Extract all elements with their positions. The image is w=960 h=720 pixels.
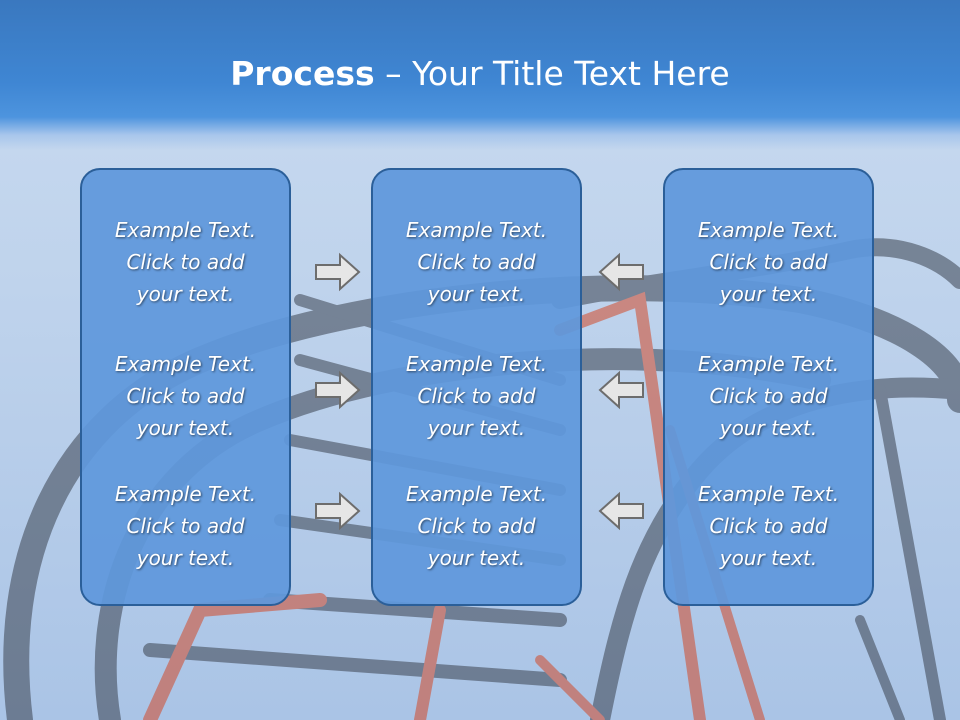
process-box-middle[interactable]: Example Text. Click to add your text. Ex… — [371, 168, 582, 606]
text-placeholder[interactable]: Example Text. Click to add your text. — [405, 218, 548, 306]
arrow-right-icon — [315, 252, 361, 292]
title-bold: Process — [230, 54, 375, 93]
text-placeholder[interactable]: Example Text. Click to add your text. — [697, 218, 840, 306]
text-placeholder[interactable]: Example Text. Click to add your text. — [697, 482, 840, 570]
text-placeholder[interactable]: Example Text. Click to add your text. — [114, 352, 257, 440]
text-placeholder[interactable]: Example Text. Click to add your text. — [114, 218, 257, 306]
slide-title[interactable]: Process – Your Title Text Here — [0, 52, 960, 96]
text-placeholder[interactable]: Example Text. Click to add your text. — [114, 482, 257, 570]
process-box-right[interactable]: Example Text. Click to add your text. Ex… — [663, 168, 874, 606]
process-box-left[interactable]: Example Text. Click to add your text. Ex… — [80, 168, 291, 606]
title-bar — [0, 0, 960, 150]
text-placeholder[interactable]: Example Text. Click to add your text. — [697, 352, 840, 440]
text-placeholder[interactable]: Example Text. Click to add your text. — [405, 352, 548, 440]
arrow-left-icon — [598, 491, 644, 531]
arrow-left-icon — [598, 252, 644, 292]
arrow-left-icon — [598, 370, 644, 410]
title-rest: – Your Title Text Here — [374, 54, 730, 93]
arrow-right-icon — [315, 370, 361, 410]
arrow-right-icon — [315, 491, 361, 531]
text-placeholder[interactable]: Example Text. Click to add your text. — [405, 482, 548, 570]
